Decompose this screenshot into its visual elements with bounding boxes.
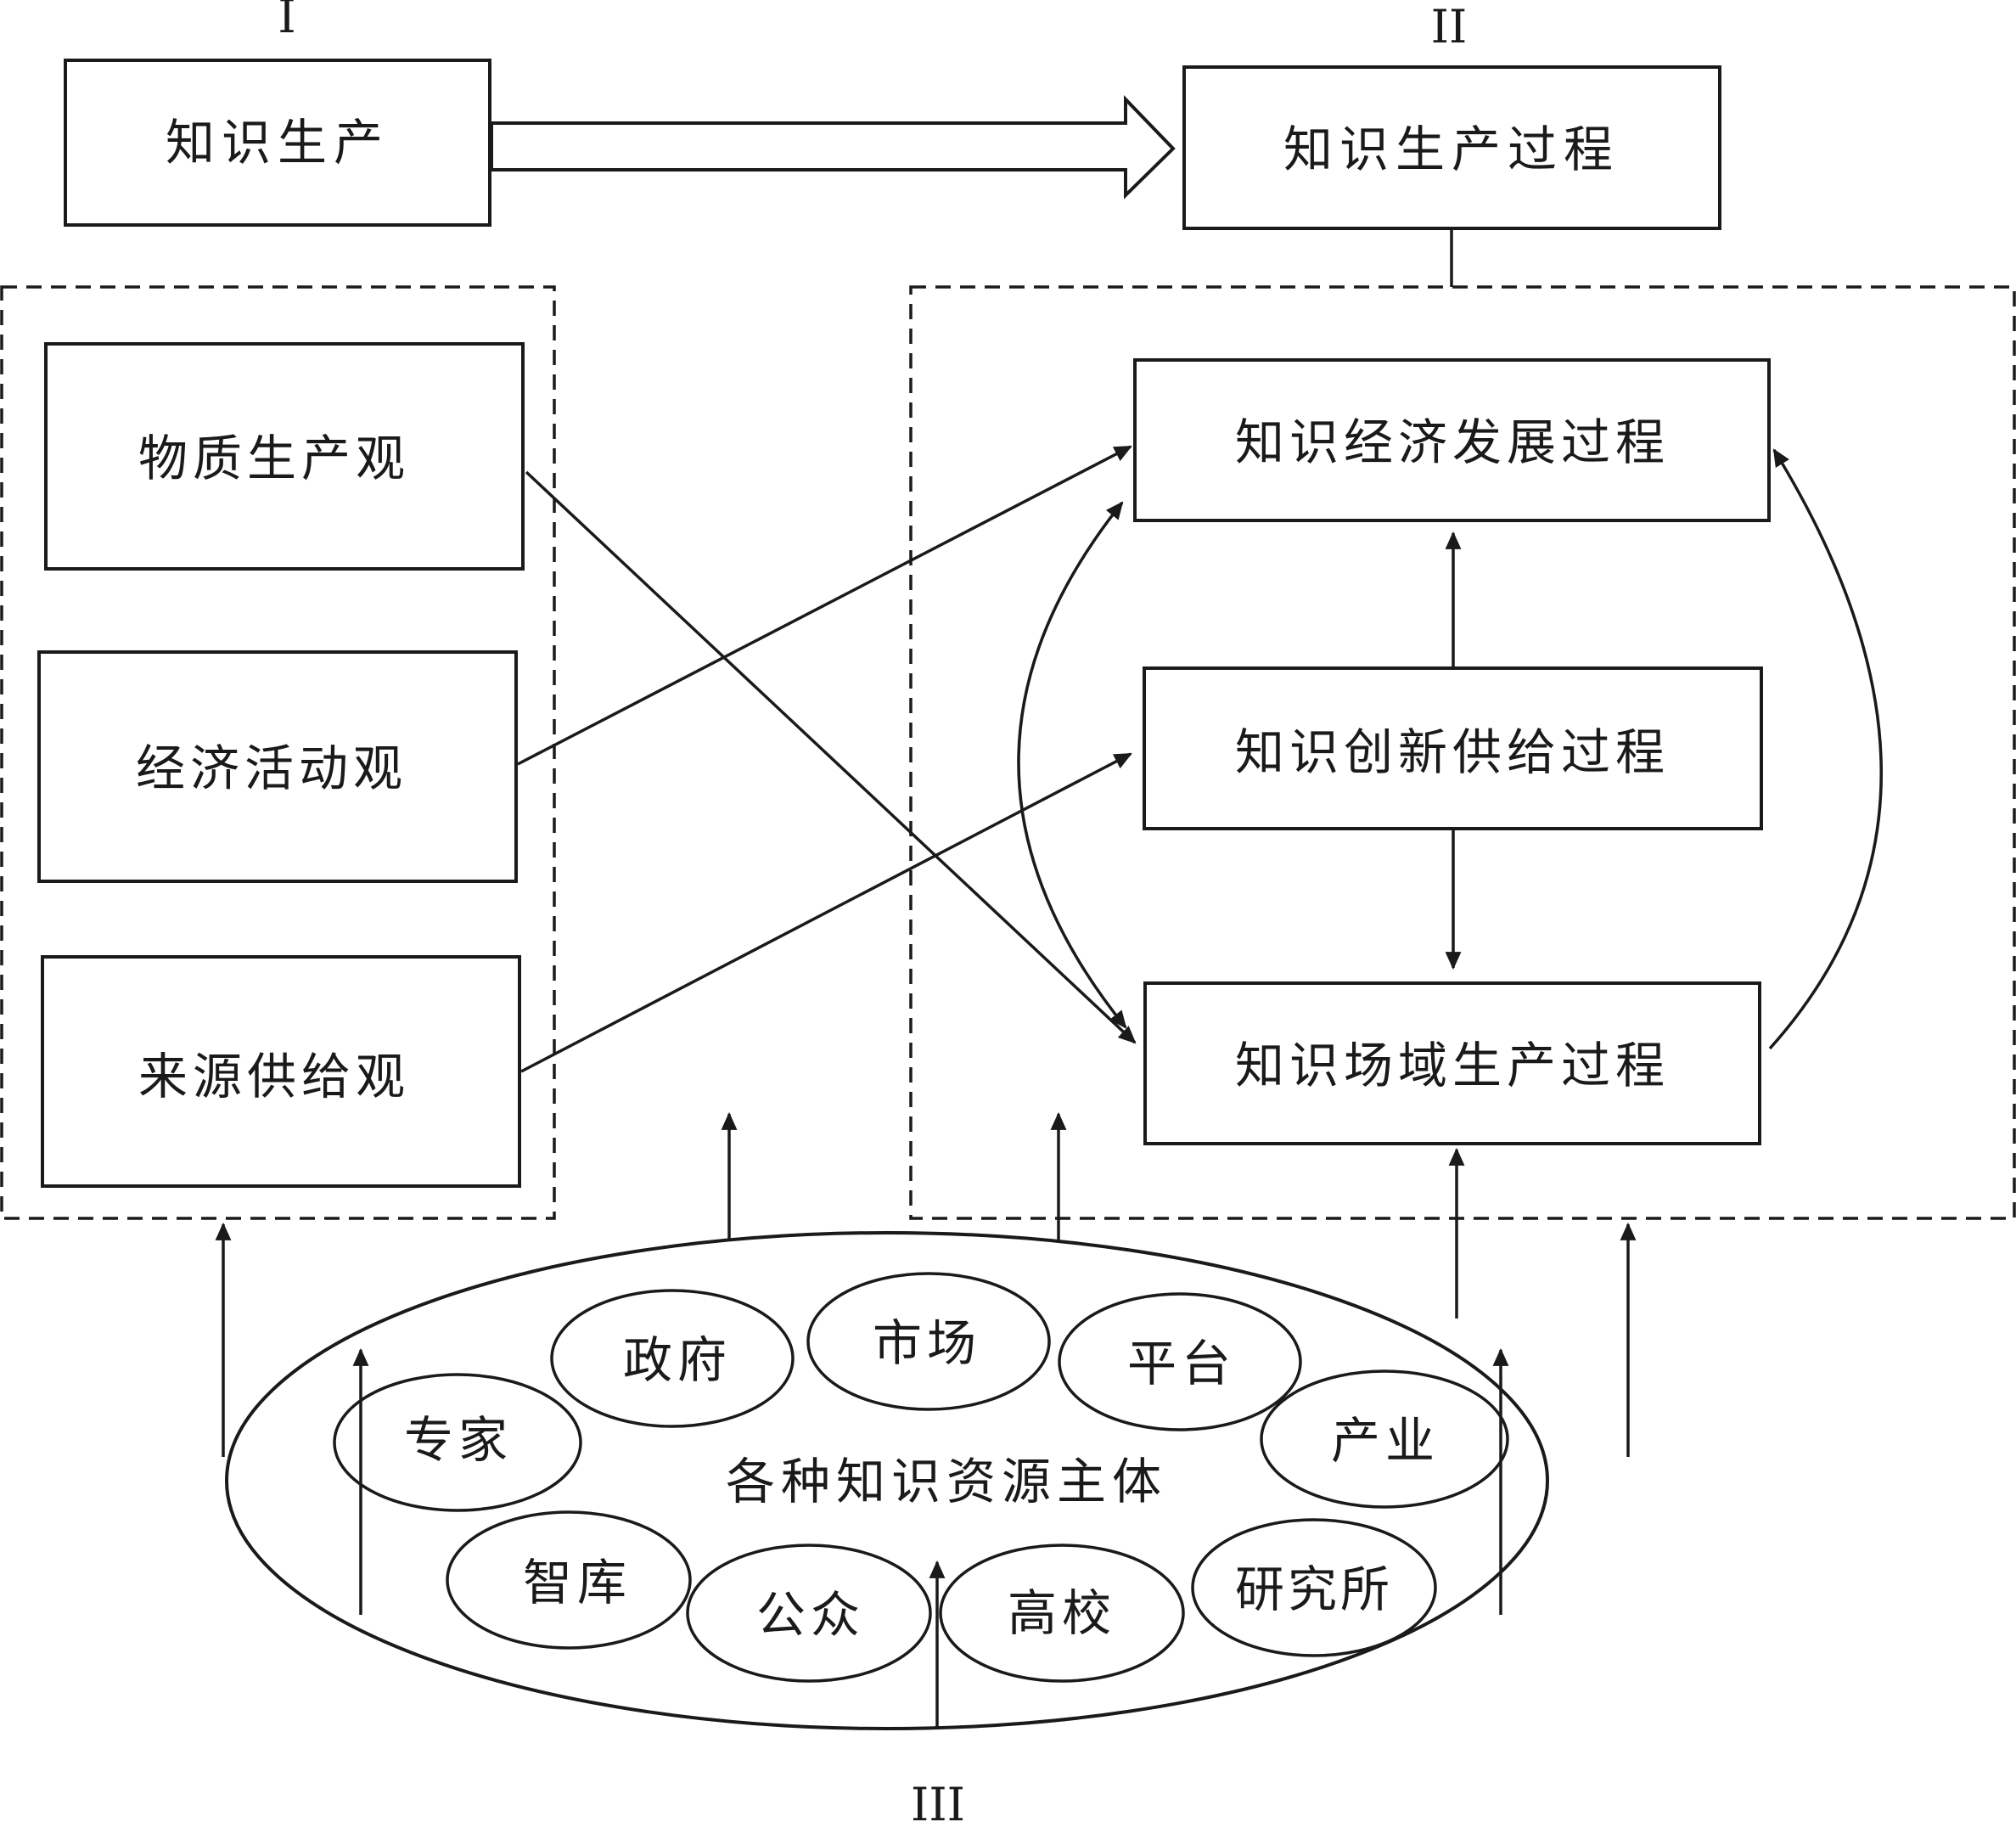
knowledge-production-label: 知识生产 [166, 114, 390, 172]
section-label-two: II [1431, 0, 1468, 53]
field-production-process-label: 知识场域生产过程 [1235, 1037, 1670, 1094]
member-label-industry: 产业 [1331, 1412, 1440, 1470]
knowledge-production-process-box: 知识生产过程 [1182, 65, 1721, 230]
economic-development-process-label: 知识经济发展过程 [1235, 413, 1670, 471]
member-oval-industry: 产业 [1260, 1369, 1509, 1509]
economic-activity-view-label: 经济活动观 [136, 739, 407, 797]
member-label-think-tank: 智库 [523, 1554, 632, 1611]
section-label-three: III [911, 1778, 965, 1822]
economic-development-process-box: 知识经济发展过程 [1133, 358, 1771, 522]
field-to-development-curved-arrow [1768, 448, 1883, 1050]
source-to-innovation-arrow [520, 752, 1132, 1073]
member-label-research-institute: 研究所 [1235, 1561, 1393, 1618]
knowledge-production-process-label: 知识生产过程 [1283, 121, 1620, 178]
member-label-market: 市场 [873, 1314, 981, 1372]
material-to-field-arrow [525, 470, 1137, 1044]
source-supply-view-label: 来源供给观 [138, 1048, 410, 1105]
processes-dashed-region [909, 285, 2016, 1220]
economic-to-development-arrow [517, 445, 1132, 766]
hollow-block-arrow [490, 95, 1176, 200]
member-oval-expert: 专家 [333, 1373, 582, 1512]
member-oval-public: 公众 [686, 1544, 932, 1683]
section-label-one: I [278, 0, 295, 43]
member-oval-market: 市场 [806, 1272, 1051, 1411]
member-label-university: 高校 [1008, 1584, 1116, 1642]
economic-activity-view-box: 经济活动观 [37, 650, 518, 883]
material-production-view-label: 物质生产观 [138, 430, 410, 487]
innovation-supply-process-label: 知识创新供给过程 [1235, 723, 1670, 781]
member-oval-think-tank: 智库 [446, 1510, 692, 1650]
views-dashed-region [0, 285, 556, 1220]
development-field-curved-arrow [1017, 501, 1127, 1029]
member-label-expert: 专家 [404, 1411, 513, 1469]
member-label-platform: 平台 [1127, 1335, 1236, 1392]
knowledge-production-box: 知识生产 [64, 59, 491, 227]
source-supply-view-box: 来源供给观 [41, 955, 521, 1188]
member-oval-government: 政府 [550, 1289, 795, 1428]
member-oval-platform: 平台 [1058, 1292, 1302, 1431]
member-oval-university: 高校 [939, 1544, 1185, 1683]
member-label-public: 公众 [756, 1586, 865, 1644]
field-production-process-box: 知识场域生产过程 [1143, 981, 1761, 1145]
member-label-government: 政府 [623, 1331, 732, 1389]
material-production-view-box: 物质生产观 [44, 342, 525, 571]
innovation-supply-process-box: 知识创新供给过程 [1143, 666, 1763, 830]
resource-subjects-label: 各种知识资源主体 [726, 1453, 1167, 1510]
member-oval-research-institute: 研究所 [1191, 1518, 1437, 1657]
